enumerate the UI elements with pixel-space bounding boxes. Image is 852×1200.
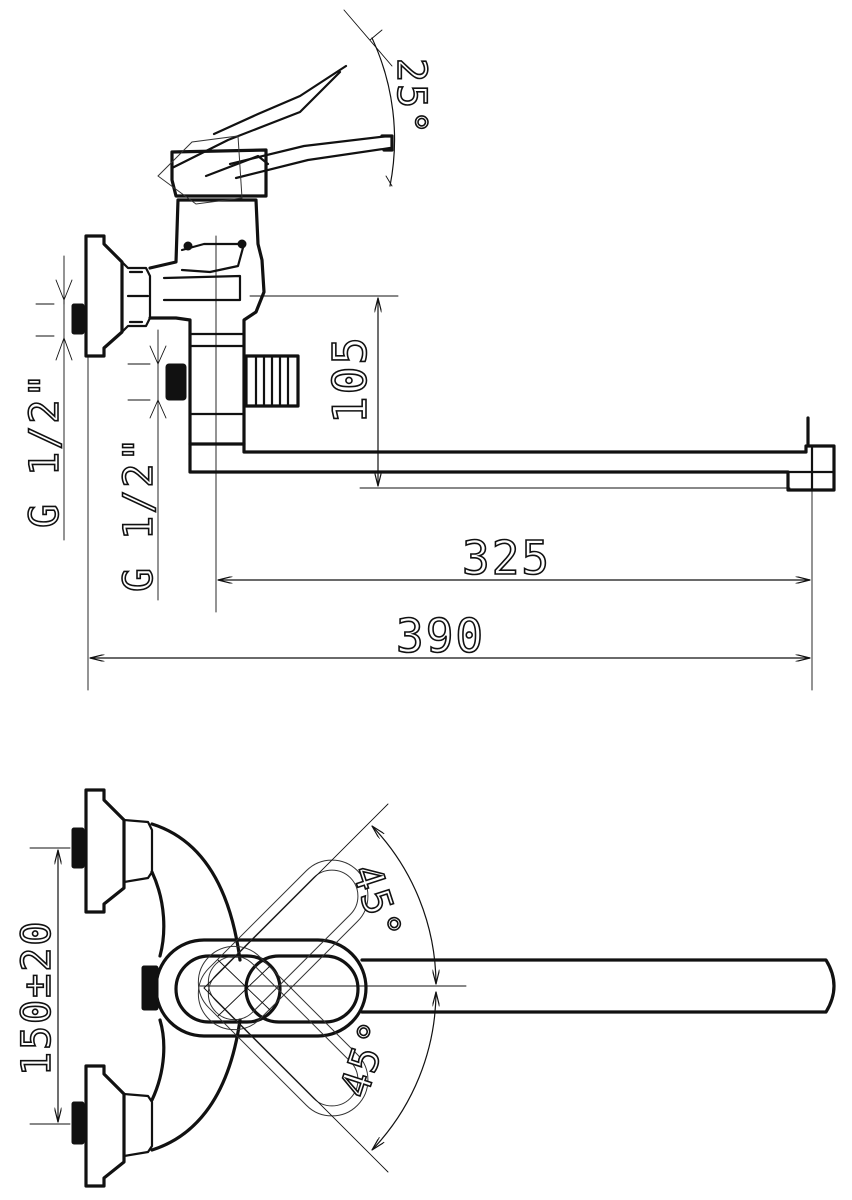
- dim-25: 25°: [343, 9, 435, 187]
- label-25: 25°: [388, 58, 434, 136]
- wall-flange: [71, 234, 152, 358]
- flange-upper: [71, 788, 154, 914]
- label-105: 105: [323, 335, 377, 424]
- flange-lower: [71, 1064, 154, 1188]
- dim-390: 390: [87, 355, 811, 691]
- label-390: 390: [396, 609, 485, 663]
- label-45-bottom: 45°: [332, 1014, 400, 1103]
- dim-thread-wall: G 1/2": [21, 255, 73, 541]
- spout: [188, 416, 836, 492]
- top-view: 45° 45° 150±20: [13, 788, 836, 1188]
- label-150: 150±20: [14, 920, 60, 1077]
- diverter-knob: [165, 354, 300, 408]
- dim-thread-shower: G 1/2": [115, 329, 167, 601]
- label-325: 325: [462, 531, 551, 585]
- dim-150: 150±20: [13, 847, 71, 1125]
- lever-handle: [157, 64, 394, 205]
- dim-105: 105: [249, 295, 791, 489]
- label-thread-shower: G 1/2": [116, 436, 162, 593]
- dim-325: 325: [217, 489, 813, 691]
- label-thread-wall: G 1/2": [22, 372, 68, 529]
- label-45-top: 45°: [342, 859, 410, 948]
- side-view: 105 325 390 G 1/2" G: [21, 9, 836, 691]
